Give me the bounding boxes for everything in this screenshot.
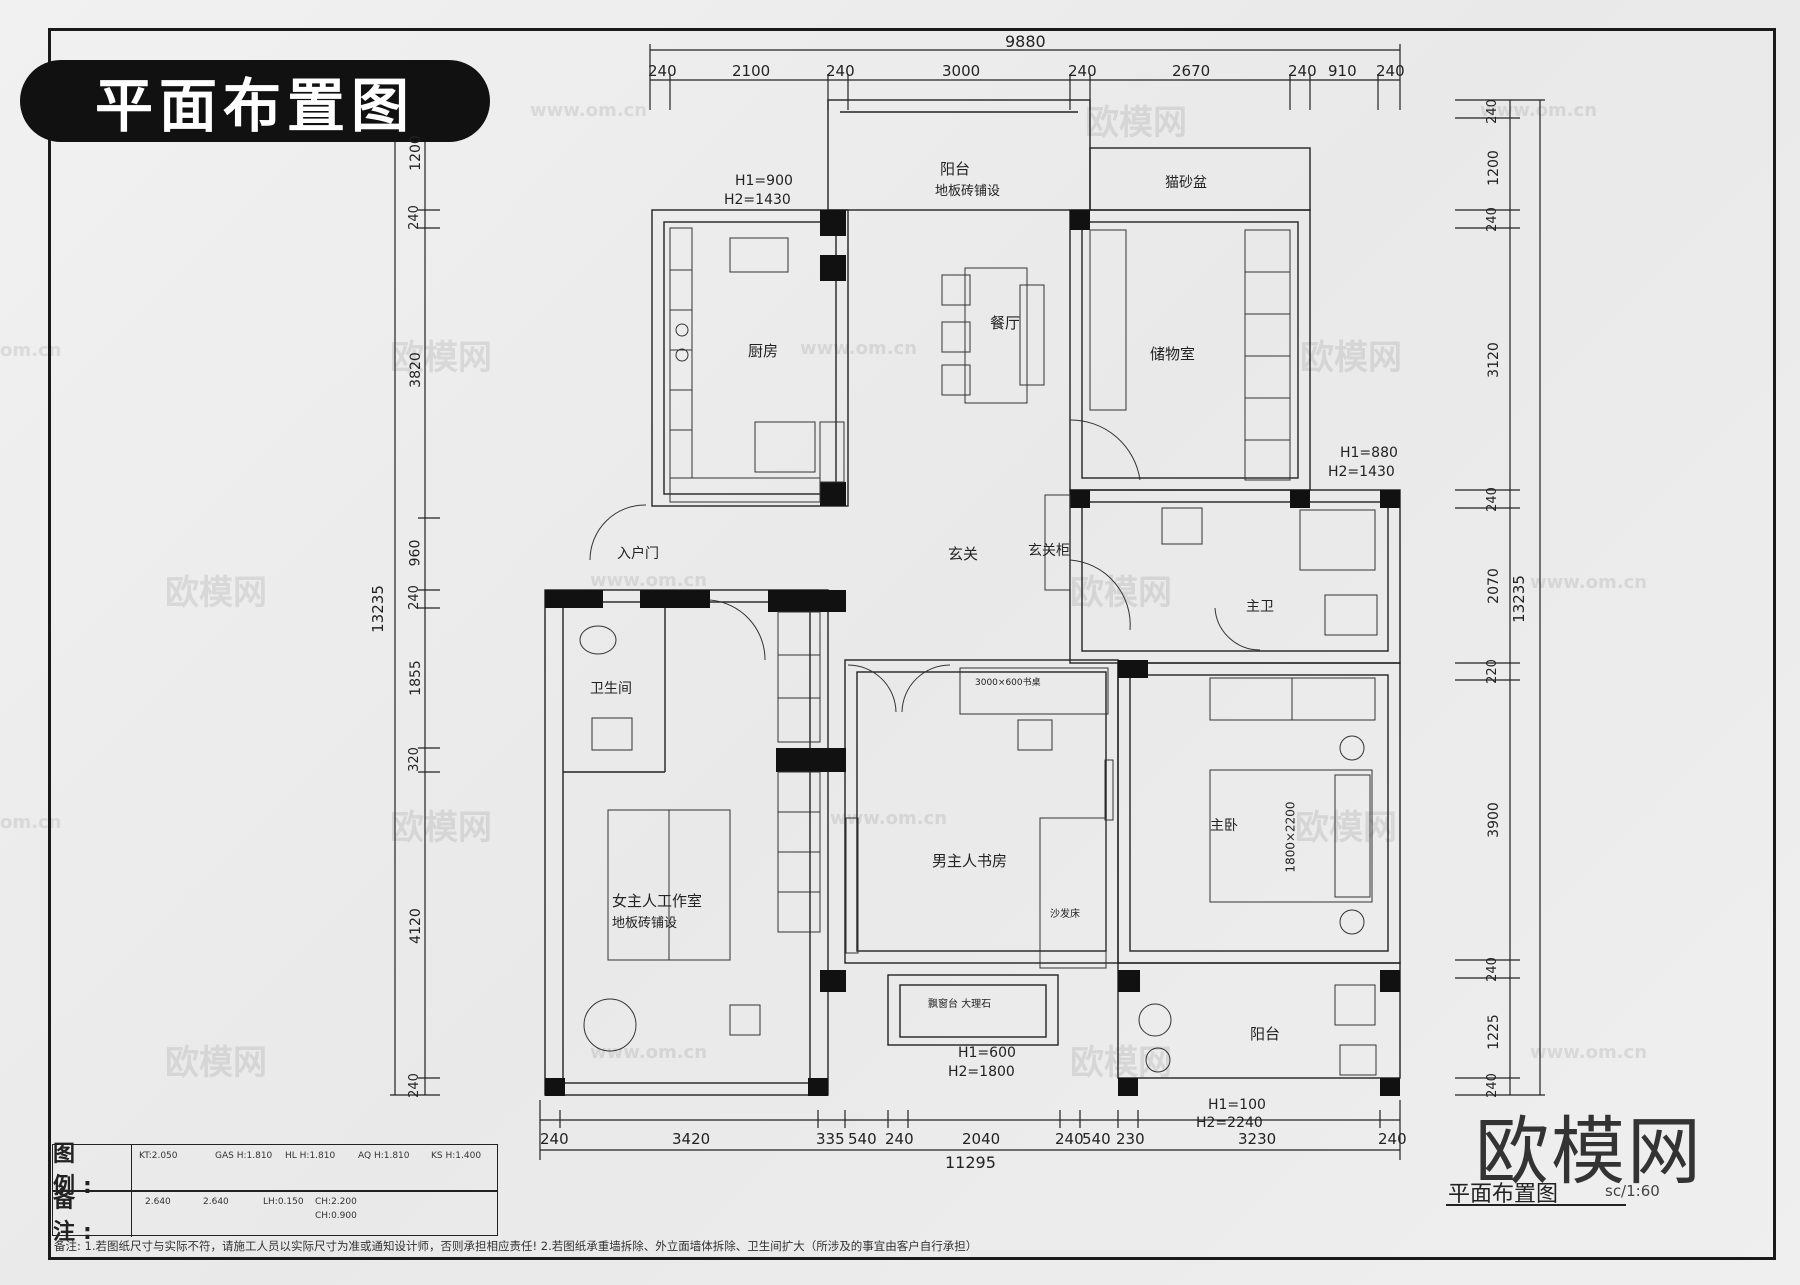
legend-item: 2.640: [145, 1197, 171, 1207]
label-balcony-top: 阳台: [940, 160, 971, 178]
watermark-brand: 欧模网: [390, 808, 492, 848]
label-male-study: 男主人书房: [932, 852, 1008, 870]
legend-item: LH:0.150: [263, 1197, 304, 1207]
label-dining: 餐厅: [990, 314, 1021, 332]
drawing-frame: [48, 28, 1776, 1260]
label-bed-size: 1800×2200: [1283, 801, 1298, 873]
height-bath-h2: H2=1430: [1328, 464, 1395, 480]
label-foyer-cabinet: 玄关柜: [1028, 543, 1070, 559]
door-swings: [589, 419, 1261, 713]
legend-item: 2.640: [203, 1197, 229, 1207]
sheet-title-underline: [1446, 1204, 1626, 1206]
footer-note: 备注: 1.若图纸尺寸与实际不符，请施工人员以实际尺寸为准或通知设计师，否则承担…: [54, 1239, 978, 1253]
watermark-url: www.om.cn: [1530, 572, 1648, 593]
label-balcony-top-note: 地板砖铺设: [935, 184, 1001, 199]
watermark-brand: 欧模网: [1295, 808, 1397, 848]
watermark-url: www.om.cn: [800, 338, 918, 359]
height-kitchen-h1: H1=900: [735, 173, 793, 189]
watermark-brand: 欧模网: [165, 573, 267, 613]
walls: [544, 99, 1401, 1096]
legend-item: KT:2.050: [139, 1151, 178, 1161]
legend-item: CH:0.900: [315, 1211, 357, 1221]
watermark-domain-tail: om.cn: [0, 340, 62, 361]
dim-bottom-total: 11295: [945, 1153, 996, 1172]
legend-box: 图 例: 备 注: KT:2.050 GAS H:1.810 HL H:1.81…: [52, 1142, 498, 1245]
legend-label-2: 备 注:: [53, 1188, 132, 1245]
height-kitchen-h2: H2=1430: [724, 192, 791, 208]
height-bay-h1: H1=600: [958, 1045, 1016, 1061]
watermark-domain-tail: om.cn: [0, 812, 62, 833]
watermark-brand: 欧模网: [1070, 1043, 1172, 1083]
watermark-url: www.om.cn: [830, 808, 948, 829]
dimension-lines: [390, 44, 1545, 1160]
label-sofa-bed: 沙发床: [1050, 909, 1080, 920]
dim-top-total: 9880: [1005, 32, 1046, 51]
label-bath1: 卫生间: [590, 681, 632, 697]
dim-bottom-labels: 240 3420 335 540 240 2040 240 540 230 32…: [540, 1130, 1407, 1148]
label-foyer: 玄关: [948, 545, 979, 563]
furniture: [579, 227, 1378, 1076]
sheet-scale: sc/1:60: [1605, 1182, 1660, 1200]
watermark-brand: 欧模网: [1300, 338, 1402, 378]
label-balcony-bottom: 阳台: [1250, 1025, 1281, 1043]
height-balcony-h1: H1=100: [1208, 1097, 1266, 1113]
brand-logo: 欧模网: [1475, 1109, 1703, 1195]
label-female-study-note: 地板砖铺设: [612, 916, 678, 931]
structural-columns: [545, 210, 1400, 1096]
legend-item: KS H:1.400: [431, 1151, 482, 1161]
legend-divider: [53, 1190, 497, 1192]
legend-item: GAS H:1.810: [215, 1151, 273, 1161]
label-master: 主卧: [1210, 818, 1238, 834]
watermark-brand: 欧模网: [1070, 573, 1172, 613]
label-bay-window: 飘窗台 大理石: [928, 999, 992, 1010]
label-storage: 储物室: [1150, 345, 1196, 363]
watermark-url: www.om.cn: [530, 100, 648, 121]
page-title: 平面布置图: [20, 60, 490, 142]
legend-item: AQ H:1.810: [358, 1151, 410, 1161]
watermark-url: www.om.cn: [1480, 100, 1598, 121]
legend-item: HL H:1.810: [285, 1151, 336, 1161]
watermark-url: www.om.cn: [1530, 1042, 1648, 1063]
watermark-brand: 欧模网: [390, 338, 492, 378]
watermark-brand: 欧模网: [165, 1043, 267, 1083]
height-bath-h1: H1=880: [1340, 445, 1398, 461]
sheet-title: 平面布置图: [1448, 1182, 1559, 1207]
label-bath2: 主卫: [1246, 599, 1274, 615]
watermark-url: www.om.cn: [590, 570, 708, 591]
dim-left-total: 13235: [368, 585, 387, 633]
dim-top-labels: 240 2100 240 3000 240 2670 240 910 240: [648, 62, 1405, 80]
label-litter: 猫砂盆: [1165, 175, 1207, 191]
dim-right-total: 13235: [1509, 575, 1528, 623]
legend-item: CH:2.200: [315, 1197, 357, 1207]
watermark-url: www.om.cn: [590, 1042, 708, 1063]
watermark-brand: 欧模网: [1085, 103, 1187, 143]
height-balcony-h2: H2=2240: [1196, 1115, 1263, 1131]
label-desk-size: 3000×600书桌: [975, 678, 1041, 688]
label-female-study: 女主人工作室: [612, 892, 703, 910]
label-kitchen: 厨房: [748, 342, 779, 360]
label-entry-door: 入户门: [617, 546, 659, 562]
height-bay-h2: H2=1800: [948, 1064, 1015, 1080]
